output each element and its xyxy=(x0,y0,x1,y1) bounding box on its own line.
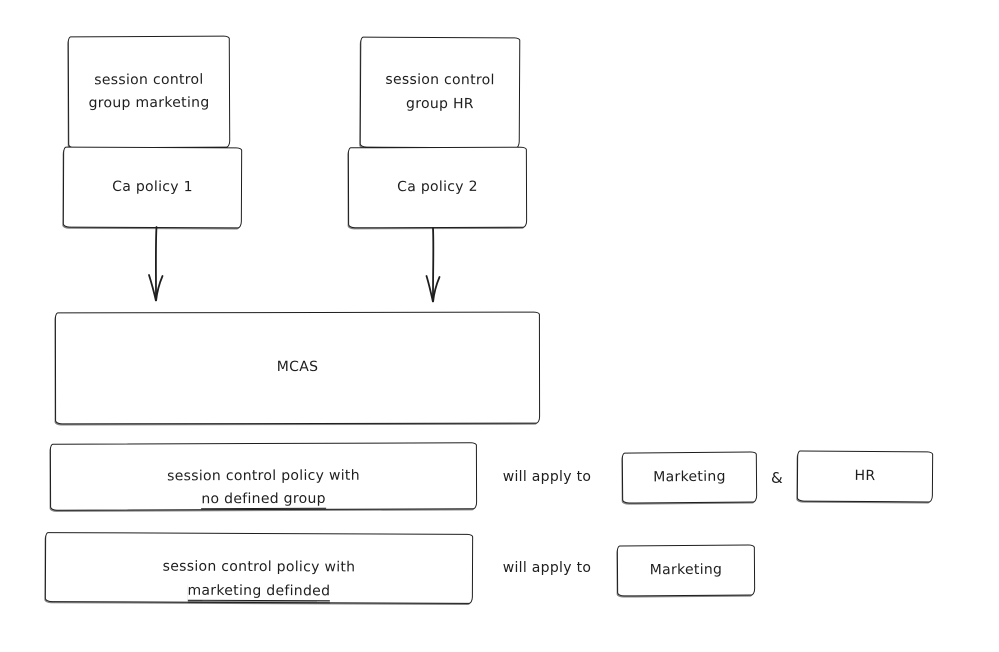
rule-1-underlined: no defined group xyxy=(201,490,326,510)
session-control-group-hr-box: session control group HR xyxy=(359,36,521,149)
mcas-box: MCAS xyxy=(54,311,541,425)
arrow-down-icon xyxy=(420,227,446,311)
ca-policy-1-box: Ca policy 1 xyxy=(62,146,243,229)
session-control-group-hr-label: session control group HR xyxy=(385,72,495,112)
rule-2-prefix: session control policy with xyxy=(162,559,356,576)
ca-policy-2-box: Ca policy 2 xyxy=(347,146,528,229)
rule-no-defined-group-box: session control policy with no defined g… xyxy=(49,442,478,512)
rule-2-connector-text: will apply to xyxy=(502,560,592,576)
rule-2-underlined: marketing definded xyxy=(187,582,331,601)
rule-1-target-marketing-box: Marketing xyxy=(621,451,758,504)
rule-1-prefix: session control policy with xyxy=(167,467,360,485)
rule-1-connector-text: will apply to xyxy=(502,468,592,485)
session-control-group-marketing-box: session control group marketing xyxy=(67,35,231,149)
rule-no-defined-group-label: session control policy with no defined g… xyxy=(167,442,360,512)
joiner-ampersand: & xyxy=(771,468,783,487)
rule-1-target-marketing-label: Marketing xyxy=(653,468,726,486)
rule-2-target-marketing-label: Marketing xyxy=(649,561,723,579)
ca-policy-1-label: Ca policy 1 xyxy=(112,178,193,196)
ca-policy-2-label: Ca policy 2 xyxy=(397,178,478,196)
rule-2-target-marketing-box: Marketing xyxy=(616,544,756,597)
rule-1-target-hr-label: HR xyxy=(854,467,876,485)
rule-1-target-hr-box: HR xyxy=(796,450,934,503)
rule-marketing-defined-label: session control policy with marketing de… xyxy=(162,533,355,603)
session-control-group-marketing-label: session control group marketing xyxy=(88,71,210,112)
arrow-down-icon xyxy=(143,226,169,310)
rule-marketing-defined-box: session control policy with marketing de… xyxy=(44,532,474,604)
mcas-label: MCAS xyxy=(276,359,319,376)
